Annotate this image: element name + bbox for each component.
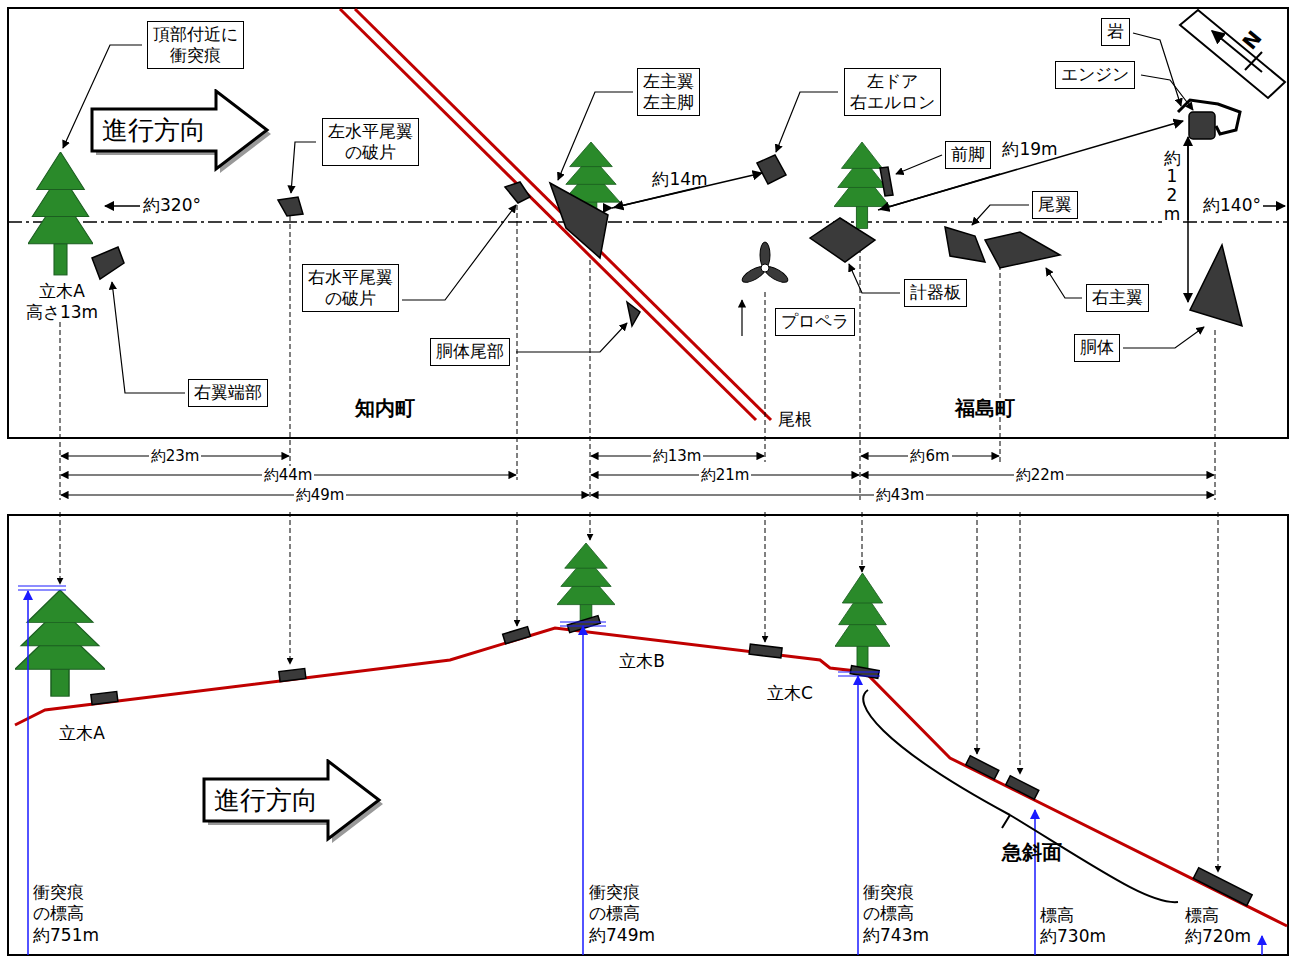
- dimension-label: 約49m: [294, 486, 347, 505]
- dimension-lines: [61, 456, 1214, 495]
- tree-label: 立木C: [767, 683, 813, 704]
- plan-panel: [8, 8, 1288, 438]
- projection-arrows: [60, 512, 1218, 872]
- north-label: N: [1237, 26, 1267, 55]
- rock-outline: [1178, 100, 1240, 134]
- node-text: 左ドア 右エルロン: [850, 71, 935, 114]
- dimension-label: 約43m: [874, 486, 927, 505]
- callout-box: 尾翼: [1032, 191, 1078, 218]
- dimension-label: 約21m: [699, 466, 752, 485]
- distance-label: 約14m: [652, 169, 707, 190]
- slope-bracket: [863, 690, 1178, 902]
- distance-label: 約12m: [1162, 149, 1183, 224]
- node-text: 左主翼 左主脚: [643, 71, 694, 114]
- terrain-profile: [15, 628, 1287, 926]
- callout-box: 胴体: [1074, 334, 1120, 361]
- node-text: 進行方向: [102, 113, 206, 148]
- propeller: [740, 242, 790, 285]
- direction-arrow: 進行方向: [90, 89, 270, 171]
- tree-label: 立木A: [59, 723, 105, 744]
- tree-c: [834, 142, 890, 229]
- height-ticks: [18, 586, 880, 676]
- wreckage-profile: [91, 616, 1252, 906]
- callout-box: 胴体尾部: [430, 338, 510, 365]
- callout-box: 右主翼: [1086, 284, 1149, 311]
- node-text: 右水平尾翼 の破片: [308, 267, 393, 310]
- callout-box: 左ドア 右エルロン: [844, 68, 941, 117]
- callout-box: 右水平尾翼 の破片: [302, 264, 399, 313]
- measure-back-heads: [614, 137, 1188, 220]
- bearing-label: 約140°: [1201, 195, 1263, 216]
- dimension-label: 約44m: [262, 466, 315, 485]
- callout-box: 左水平尾翼 の破片: [322, 118, 419, 167]
- elevation-label: 衝突痕 の標高 約751m: [33, 882, 99, 946]
- node-text: 右翼端部: [194, 382, 262, 403]
- extension-lines: [60, 205, 1215, 500]
- arrow-outline: [204, 761, 379, 839]
- compass-box: [1180, 10, 1285, 98]
- tree-label: 立木B: [619, 651, 665, 672]
- dimension-label: 約6m: [908, 447, 951, 466]
- node-text: 尾翼: [1038, 194, 1072, 215]
- node-text: 前脚: [951, 144, 985, 165]
- elevation-label: 衝突痕 の標高 約749m: [589, 882, 655, 946]
- tree-label: 立木A 高さ13m: [26, 281, 98, 324]
- distance-label: 約19m: [1002, 139, 1057, 160]
- node-text: 岩: [1107, 21, 1124, 42]
- dimension-label: 約13m: [651, 447, 704, 466]
- node-text: 右主翼: [1092, 287, 1143, 308]
- node-text: プロペラ: [781, 311, 849, 332]
- direction-arrow: 進行方向: [202, 759, 382, 841]
- callout-box: 岩: [1101, 18, 1130, 45]
- height-arrows: [28, 591, 1262, 955]
- arrow-outline: [92, 91, 267, 169]
- town-name: 福島町: [955, 396, 1015, 421]
- tree-b-profile: [557, 543, 615, 626]
- profile-panel: [8, 515, 1288, 955]
- elevation-label: 衝突痕 の標高 約743m: [863, 882, 929, 946]
- leader-lines: [63, 33, 1204, 393]
- dimension-label: 約23m: [149, 447, 202, 466]
- node-text: 胴体尾部: [436, 341, 504, 362]
- node-text: 胴体: [1080, 337, 1114, 358]
- callout-box: 左主翼 左主脚: [637, 68, 700, 117]
- elevation-label: 標高 約730m: [1040, 905, 1106, 948]
- callout-box: プロペラ: [775, 308, 855, 335]
- callout-box: 前脚: [945, 141, 991, 168]
- centerline: [8, 221, 1288, 223]
- dimension-label: 約22m: [1014, 466, 1067, 485]
- node-text: 頂部付近に 衝突痕: [153, 24, 238, 67]
- tree-c-profile: [835, 573, 890, 671]
- ridge-label: 尾根: [778, 409, 812, 430]
- measure-arrows: [105, 121, 1285, 302]
- callout-box: エンジン: [1055, 61, 1135, 88]
- elevation-label: 標高 約720m: [1185, 905, 1251, 948]
- wreckage: [92, 112, 1242, 326]
- ridge-line: [340, 9, 771, 420]
- tree-a: [28, 152, 93, 275]
- callout-box: 頂部付近に 衝突痕: [147, 21, 244, 70]
- node-text: 計器板: [910, 282, 961, 303]
- north-tick: [1245, 52, 1262, 70]
- town-name: 知内町: [355, 396, 415, 421]
- callout-box: 右翼端部: [188, 379, 268, 406]
- node-text: エンジン: [1061, 64, 1129, 85]
- node-text: 進行方向: [214, 783, 318, 818]
- slope-label: 急斜面: [1002, 840, 1062, 865]
- bearing-label: 約320°: [141, 195, 203, 216]
- node-text: 左水平尾翼 の破片: [328, 121, 413, 164]
- callout-box: 計器板: [904, 279, 967, 306]
